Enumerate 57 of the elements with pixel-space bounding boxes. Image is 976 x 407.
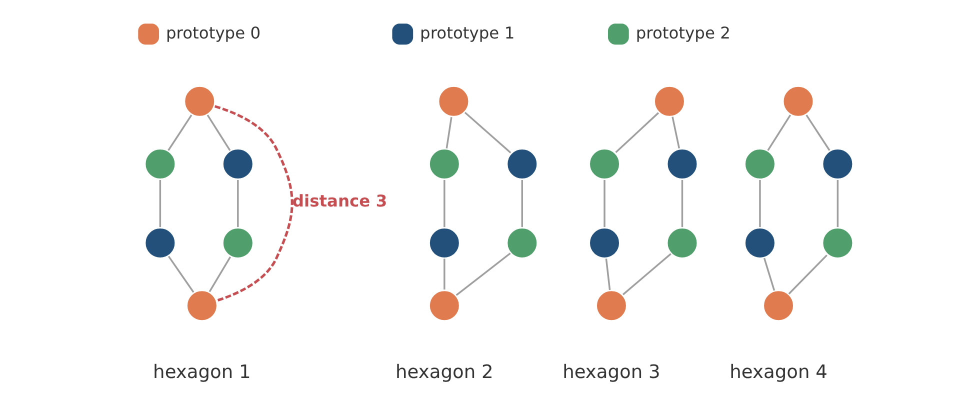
node-circle bbox=[220, 226, 254, 260]
node-circle bbox=[587, 226, 621, 260]
connector bbox=[762, 258, 775, 291]
edge-label: distance 3 bbox=[292, 192, 387, 211]
node-circle bbox=[820, 147, 854, 181]
connector bbox=[671, 116, 680, 148]
node-circle bbox=[504, 147, 538, 181]
node-circle bbox=[652, 84, 686, 118]
connector bbox=[445, 117, 452, 149]
node-circle bbox=[184, 288, 218, 322]
connector bbox=[158, 180, 161, 228]
legend-label: prototype 1 bbox=[420, 23, 514, 42]
connector bbox=[464, 112, 511, 154]
node-circle bbox=[742, 147, 776, 181]
node-circle bbox=[142, 226, 176, 260]
label: hexagon 3 bbox=[562, 362, 660, 383]
label: hexagon 1 bbox=[152, 362, 250, 383]
node-circle bbox=[664, 226, 699, 260]
node-circle bbox=[594, 288, 628, 322]
connector bbox=[758, 180, 760, 228]
label: hexagon 2 bbox=[395, 362, 493, 383]
connector bbox=[455, 252, 510, 296]
node-circle bbox=[504, 226, 538, 260]
label: hexagon 4 bbox=[729, 362, 827, 383]
node-circle bbox=[742, 226, 776, 260]
node-circle bbox=[820, 226, 854, 260]
connector bbox=[622, 253, 671, 296]
connector bbox=[805, 114, 830, 151]
node-circle bbox=[761, 288, 795, 322]
legend-label: prototype 0 bbox=[165, 23, 260, 42]
node-circle bbox=[436, 84, 470, 118]
connector bbox=[614, 112, 659, 154]
legend-label: prototype 2 bbox=[635, 23, 730, 42]
connector bbox=[167, 256, 194, 293]
connector bbox=[443, 180, 445, 228]
node-circle bbox=[427, 147, 461, 181]
node-circle bbox=[780, 84, 815, 118]
connector bbox=[208, 256, 231, 292]
connector bbox=[236, 180, 238, 228]
connector bbox=[206, 114, 230, 151]
connector bbox=[788, 254, 827, 294]
node-circle bbox=[587, 147, 621, 181]
connector bbox=[836, 180, 838, 228]
node-circle bbox=[142, 147, 176, 181]
connector bbox=[604, 258, 610, 290]
connector bbox=[520, 180, 523, 228]
node-circle bbox=[427, 288, 461, 322]
connector bbox=[167, 114, 192, 151]
node-circle bbox=[427, 226, 461, 260]
node-circle bbox=[220, 147, 254, 181]
connector bbox=[603, 180, 605, 228]
node-circle bbox=[664, 147, 699, 181]
connector bbox=[214, 105, 293, 302]
connector bbox=[443, 258, 445, 290]
connector bbox=[680, 180, 683, 228]
node-circle bbox=[182, 84, 216, 118]
connector bbox=[766, 114, 791, 151]
